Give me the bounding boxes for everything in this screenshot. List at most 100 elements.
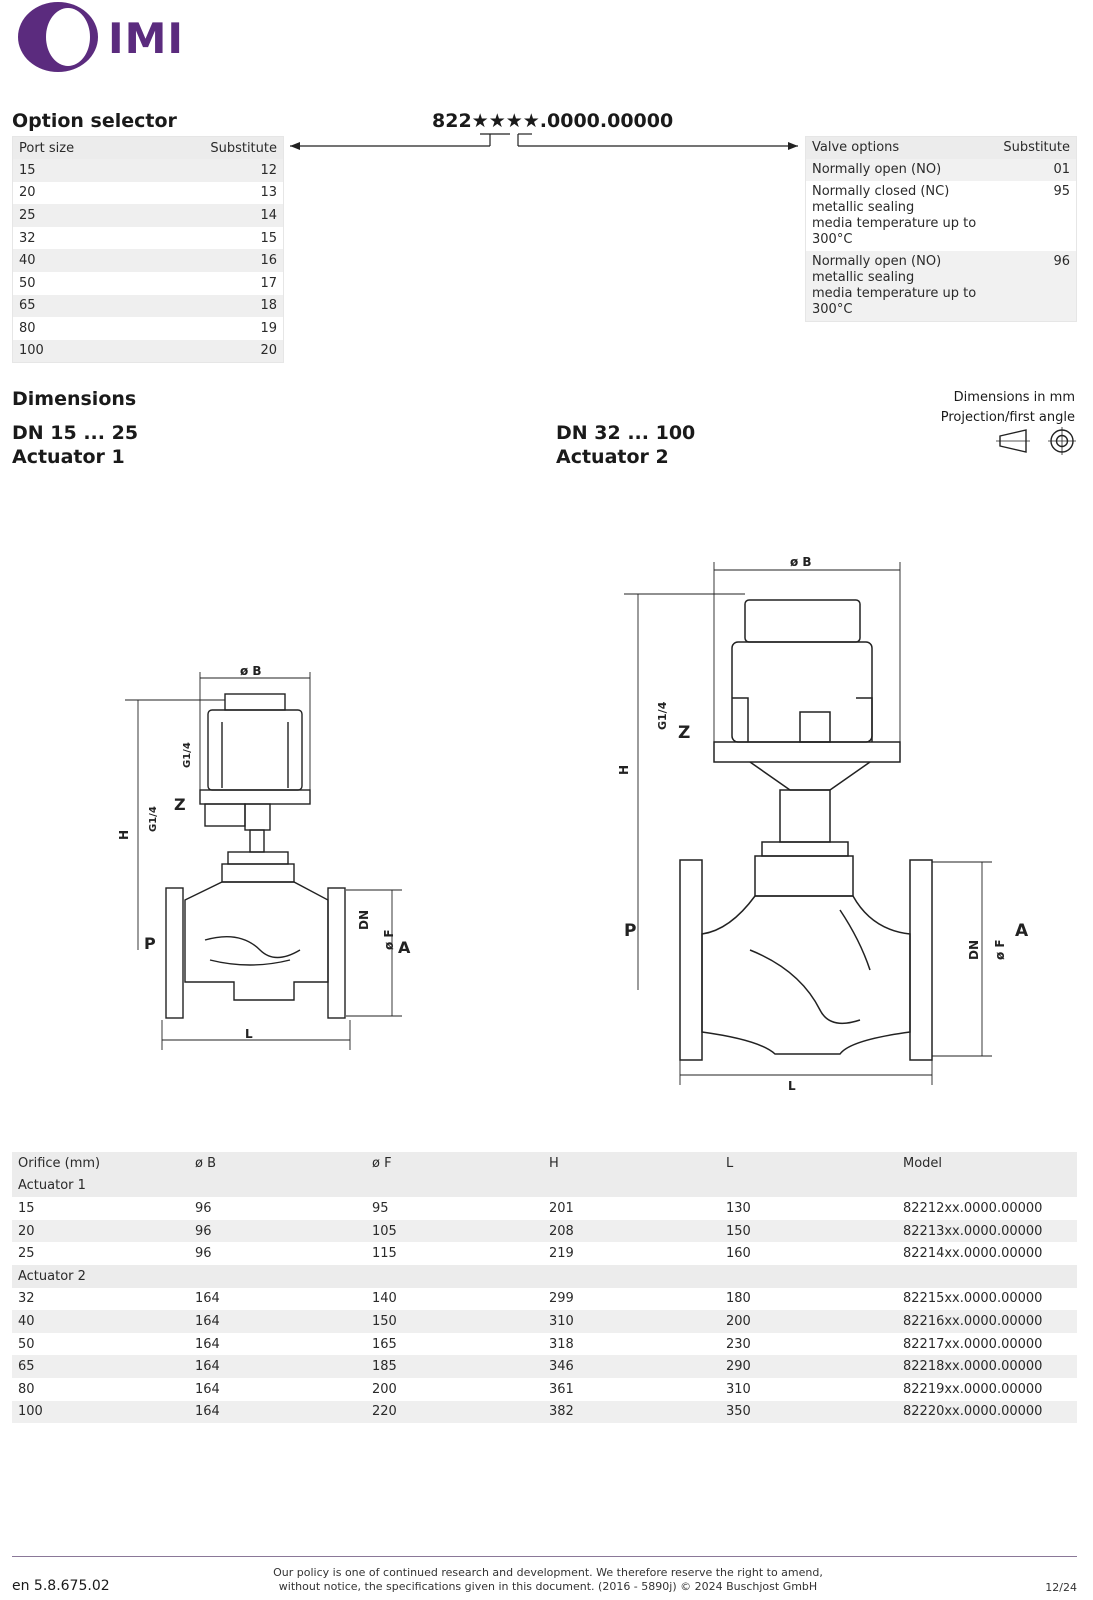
cell: 50 (12, 272, 138, 295)
cell: 95 (992, 181, 1077, 251)
cell: 290 (720, 1355, 897, 1378)
cell: 96 (992, 251, 1077, 322)
group-row: Actuator 1 (12, 1174, 1077, 1198)
table-row: Normally open (NO)01 (805, 159, 1077, 181)
cell: 350 (720, 1400, 897, 1424)
left-actuator: Actuator 1 (12, 446, 125, 468)
cell: 164 (189, 1355, 366, 1378)
dim-label-g: G1/4 (656, 701, 669, 730)
dim-label-g-bottom: G1/4 (148, 806, 159, 832)
cell: 13 (137, 181, 284, 205)
cell: 15 (137, 226, 284, 250)
header-h: H (543, 1152, 720, 1175)
policy-line-2: without notice, the specifications given… (278, 1580, 818, 1593)
dim-label-h: H (117, 830, 131, 840)
cell: 80 (12, 317, 138, 340)
left-drawing-heading: DN 15 ... 25 Actuator 1 (12, 421, 138, 469)
cell: 15 (12, 1197, 189, 1220)
cell: 219 (543, 1242, 720, 1265)
first-angle-projection-icon (996, 427, 1076, 455)
document-id: en 5.8.675.02 (12, 1578, 110, 1594)
cell: 382 (543, 1400, 720, 1424)
dimensions-unit-note: Dimensions in mm (953, 390, 1075, 405)
left-dn-range: DN 15 ... 25 (12, 422, 139, 444)
cell: 17 (137, 272, 284, 295)
cell: 25 (12, 1242, 189, 1265)
cell: 82216xx.0000.00000 (897, 1310, 1077, 1333)
header-l: L (720, 1152, 897, 1175)
cell: 40 (12, 249, 138, 273)
cell: 96 (189, 1219, 366, 1243)
right-drawing-heading: DN 32 ... 100 Actuator 2 (556, 421, 695, 469)
dim-label-f: ø F (382, 929, 396, 950)
cell: 50 (12, 1332, 189, 1356)
cell: 82215xx.0000.00000 (897, 1287, 1077, 1311)
header-model: Model (897, 1152, 1077, 1175)
cell: 80 (12, 1377, 189, 1401)
header-orifice: Orifice (mm) (12, 1152, 189, 1175)
cell: 25 (12, 204, 138, 227)
cell: 150 (366, 1310, 543, 1333)
policy-line-1: Our policy is one of continued research … (273, 1566, 823, 1579)
cell: 32 (12, 1287, 189, 1311)
table-row: Normally closed (NC) metallic sealing me… (805, 181, 1077, 251)
port-label-a: A (398, 938, 411, 957)
dim-label-g-top: G1/4 (182, 742, 193, 768)
cell: 19 (137, 317, 284, 340)
cell: 96 (189, 1197, 366, 1220)
cell: 130 (720, 1197, 897, 1220)
cell: 01 (992, 159, 1077, 181)
cell: 220 (366, 1400, 543, 1424)
valve-drawing-actuator-1: ø B H L ø F DN G1/4 G1/4 Z P A (117, 664, 411, 1050)
cell: 82218xx.0000.00000 (897, 1355, 1077, 1378)
cell: 185 (366, 1355, 543, 1378)
brand-name: IMI (108, 14, 185, 63)
cell: 15 (12, 159, 138, 182)
cell: 65 (12, 294, 138, 318)
dimensions-table: Orifice (mm) ø B ø F H L Model Actuator … (12, 1152, 1077, 1424)
dim-label-l: L (788, 1079, 796, 1093)
cell: 200 (366, 1377, 543, 1401)
cell: 208 (543, 1219, 720, 1243)
dim-label-f: ø F (993, 939, 1007, 960)
cell: 82217xx.0000.00000 (897, 1332, 1077, 1356)
cell: 164 (189, 1310, 366, 1333)
valve-drawing-actuator-2: ø B H L DN ø F G1/4 Z P A (617, 555, 1029, 1093)
option-selector-title: Option selector (12, 110, 177, 132)
port-label-z: Z (174, 795, 186, 814)
cell: 40 (12, 1310, 189, 1333)
dim-label-l: L (245, 1027, 253, 1041)
cell: 82212xx.0000.00000 (897, 1197, 1077, 1220)
cell: 361 (543, 1377, 720, 1401)
group-label: Actuator 2 (12, 1264, 1077, 1288)
table-header-row: Port size Substitute (12, 136, 284, 160)
group-label: Actuator 1 (12, 1174, 1077, 1198)
table-row: Normally open (NO) metallic sealing medi… (805, 251, 1077, 322)
cell: 200 (720, 1310, 897, 1333)
header-f: ø F (366, 1152, 543, 1175)
dim-label-dn: DN (967, 940, 981, 960)
dim-label-h: H (617, 765, 631, 775)
cell: 100 (12, 339, 138, 363)
port-label-z: Z (678, 723, 690, 743)
header-b: ø B (189, 1152, 366, 1175)
cell: 180 (720, 1287, 897, 1311)
cell: 310 (720, 1377, 897, 1401)
group-row: Actuator 2 (12, 1264, 1077, 1288)
dim-label-dn: DN (357, 910, 371, 930)
port-label-p: P (144, 934, 156, 953)
cell: Normally closed (NC) metallic sealing me… (805, 181, 993, 251)
header-substitute: Substitute (137, 136, 284, 160)
cell: Normally open (NO) metallic sealing medi… (805, 251, 993, 322)
cell: 20 (137, 339, 284, 363)
